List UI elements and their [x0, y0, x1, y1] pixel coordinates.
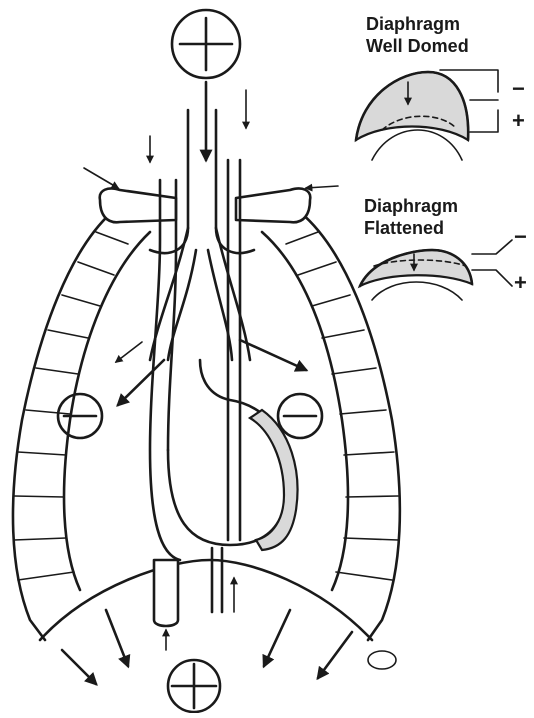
inset-flattened-diaphragm [360, 240, 512, 300]
domed-plus-sign: + [512, 110, 525, 131]
domed-label-line1: Diaphragm [366, 14, 460, 35]
publisher-logo [368, 651, 396, 669]
left-chest-wall [13, 212, 150, 640]
pressure-bottom-plus [168, 660, 220, 712]
pressure-left-minus [58, 394, 102, 438]
trachea [150, 110, 254, 360]
pressure-top-plus [172, 10, 240, 78]
inset-domed-diaphragm [356, 70, 498, 160]
subclavian-vessels [100, 188, 311, 222]
flat-label-line2: Flattened [364, 218, 444, 239]
flat-label-line1: Diaphragm [364, 196, 458, 217]
pressure-right-minus [278, 394, 322, 438]
domed-minus-sign: − [512, 78, 525, 99]
heart-and-aorta [150, 160, 298, 626]
domed-label-line2: Well Domed [366, 36, 469, 57]
flat-minus-sign: − [514, 226, 527, 247]
main-diaphragm [40, 560, 372, 640]
flat-plus-sign: + [514, 272, 527, 293]
